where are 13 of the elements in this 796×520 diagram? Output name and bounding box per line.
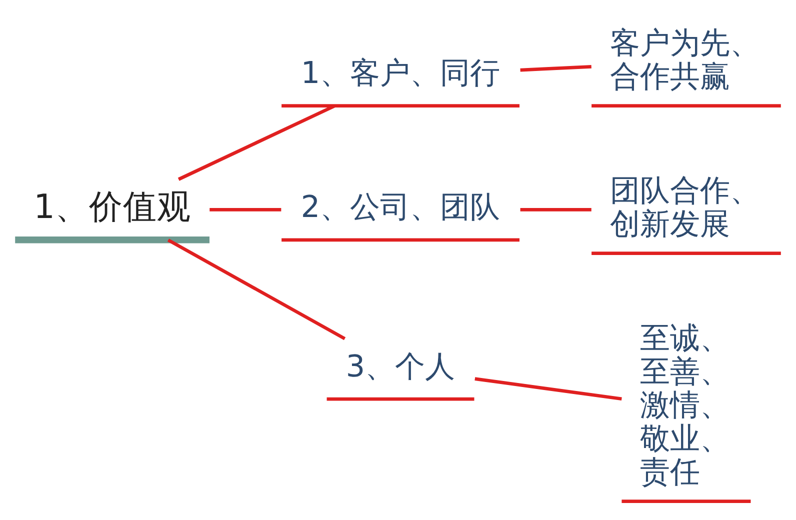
connector: [520, 208, 592, 212]
node-text: 1、客户、同行: [300, 56, 500, 92]
connector: [474, 377, 622, 401]
node-text: 1、价值观: [34, 187, 191, 226]
node-text: 团队合作、创新发展: [610, 173, 760, 242]
node-text: 2、公司、团队: [300, 190, 500, 226]
node-text: 客户为先、合作共赢: [610, 26, 760, 94]
node-text: 3、个人: [346, 349, 456, 384]
connector: [520, 65, 592, 72]
connector: [210, 208, 282, 212]
node-text: 至诚、至善、激情、敬业、责任: [640, 320, 730, 490]
connector: [167, 238, 346, 340]
connector: [178, 104, 336, 181]
